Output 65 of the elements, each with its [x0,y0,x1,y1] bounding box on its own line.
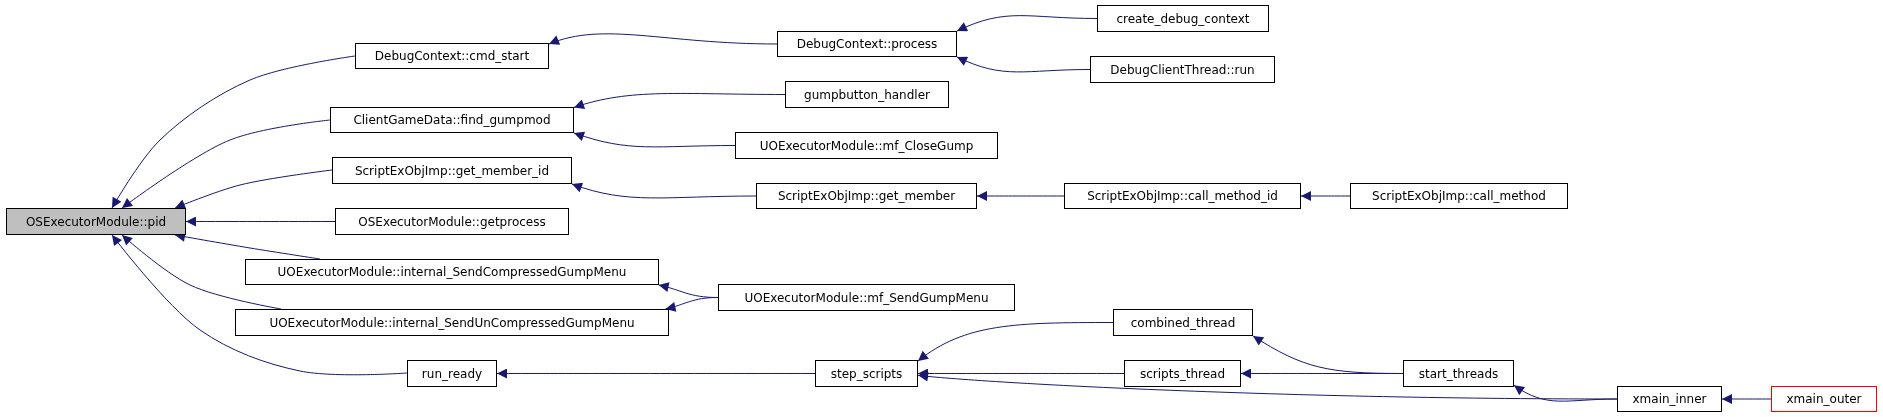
function-name: create_debug_context [1116,11,1250,26]
arrow [548,33,778,46]
arrow [956,56,1091,73]
function-name: xmain_inner [1632,392,1707,406]
function-name: DebugClientThread::run [1110,62,1255,77]
function-box [330,107,574,133]
arrow [917,322,1114,362]
arrow [185,216,336,227]
function-name: step_scripts [830,366,903,381]
arrow [917,371,1618,400]
arrow [573,92,786,110]
function-box [1350,183,1568,209]
function-box [332,157,572,184]
function-name: ClientGameData::find_gumpmod [353,113,551,127]
function-name: ScriptExObjImp::get_member_id [354,163,550,178]
function-name: xmain_outer [1786,392,1862,406]
arrow [174,169,333,209]
arrow [111,234,408,376]
function-name: combined_thread [1130,315,1236,330]
function-name: gumpbutton_handler [804,87,930,102]
function-box [1771,386,1877,412]
function-name: DebugContext::cmd_start [374,49,530,63]
function-box [735,132,998,159]
function-name: ScriptExObjImp::call_method_id [1087,189,1278,203]
function-name: OSExecutorModule::pid [25,214,167,229]
arrow [571,182,757,199]
function-name: UOExecutorModule::internal_SendUnCompressedGumpMenu [269,315,635,330]
function-box [235,309,669,336]
arrow [111,55,356,209]
function-box [1403,360,1514,387]
function-box [1090,56,1275,83]
function-name: start_threads [1418,366,1499,381]
function-box [1064,183,1301,209]
function-name: UOExecutorModule::mf_CloseGump [759,138,974,153]
arrow [573,131,736,148]
function-name: DebugContext::process [796,37,938,51]
function-name: scripts_thread [1140,366,1225,381]
function-box [6,208,186,235]
arrow [1300,191,1351,201]
function-name: UOExecutorModule::internal_SendCompressedGumpMenu [277,265,627,279]
function-box [756,183,977,209]
function-box [1124,360,1241,387]
arrow [1721,394,1772,404]
arrow [976,191,1065,201]
arrow [121,119,331,209]
function-box [407,360,497,387]
function-box [355,43,549,69]
function-box [785,81,949,108]
function-box [335,208,569,235]
function-box [1113,309,1253,336]
arrow [956,15,1098,32]
function-box [245,259,659,285]
arrow [665,297,719,312]
function-box [718,284,1015,311]
function-name: ScriptExObjImp::get_member [777,189,956,203]
function-box [1097,5,1269,32]
function-box [777,31,957,57]
function-name: OSExecutorModule::getprocess [358,214,546,229]
arrow [1513,384,1618,402]
arrow [496,368,816,379]
function-name: UOExecutorModule::mf_SendGumpMenu [744,290,989,305]
function-name: ScriptExObjImp::call_method [1372,189,1546,203]
function-name: run_ready [421,366,483,381]
function-box [1617,386,1722,412]
function-box [815,360,918,387]
